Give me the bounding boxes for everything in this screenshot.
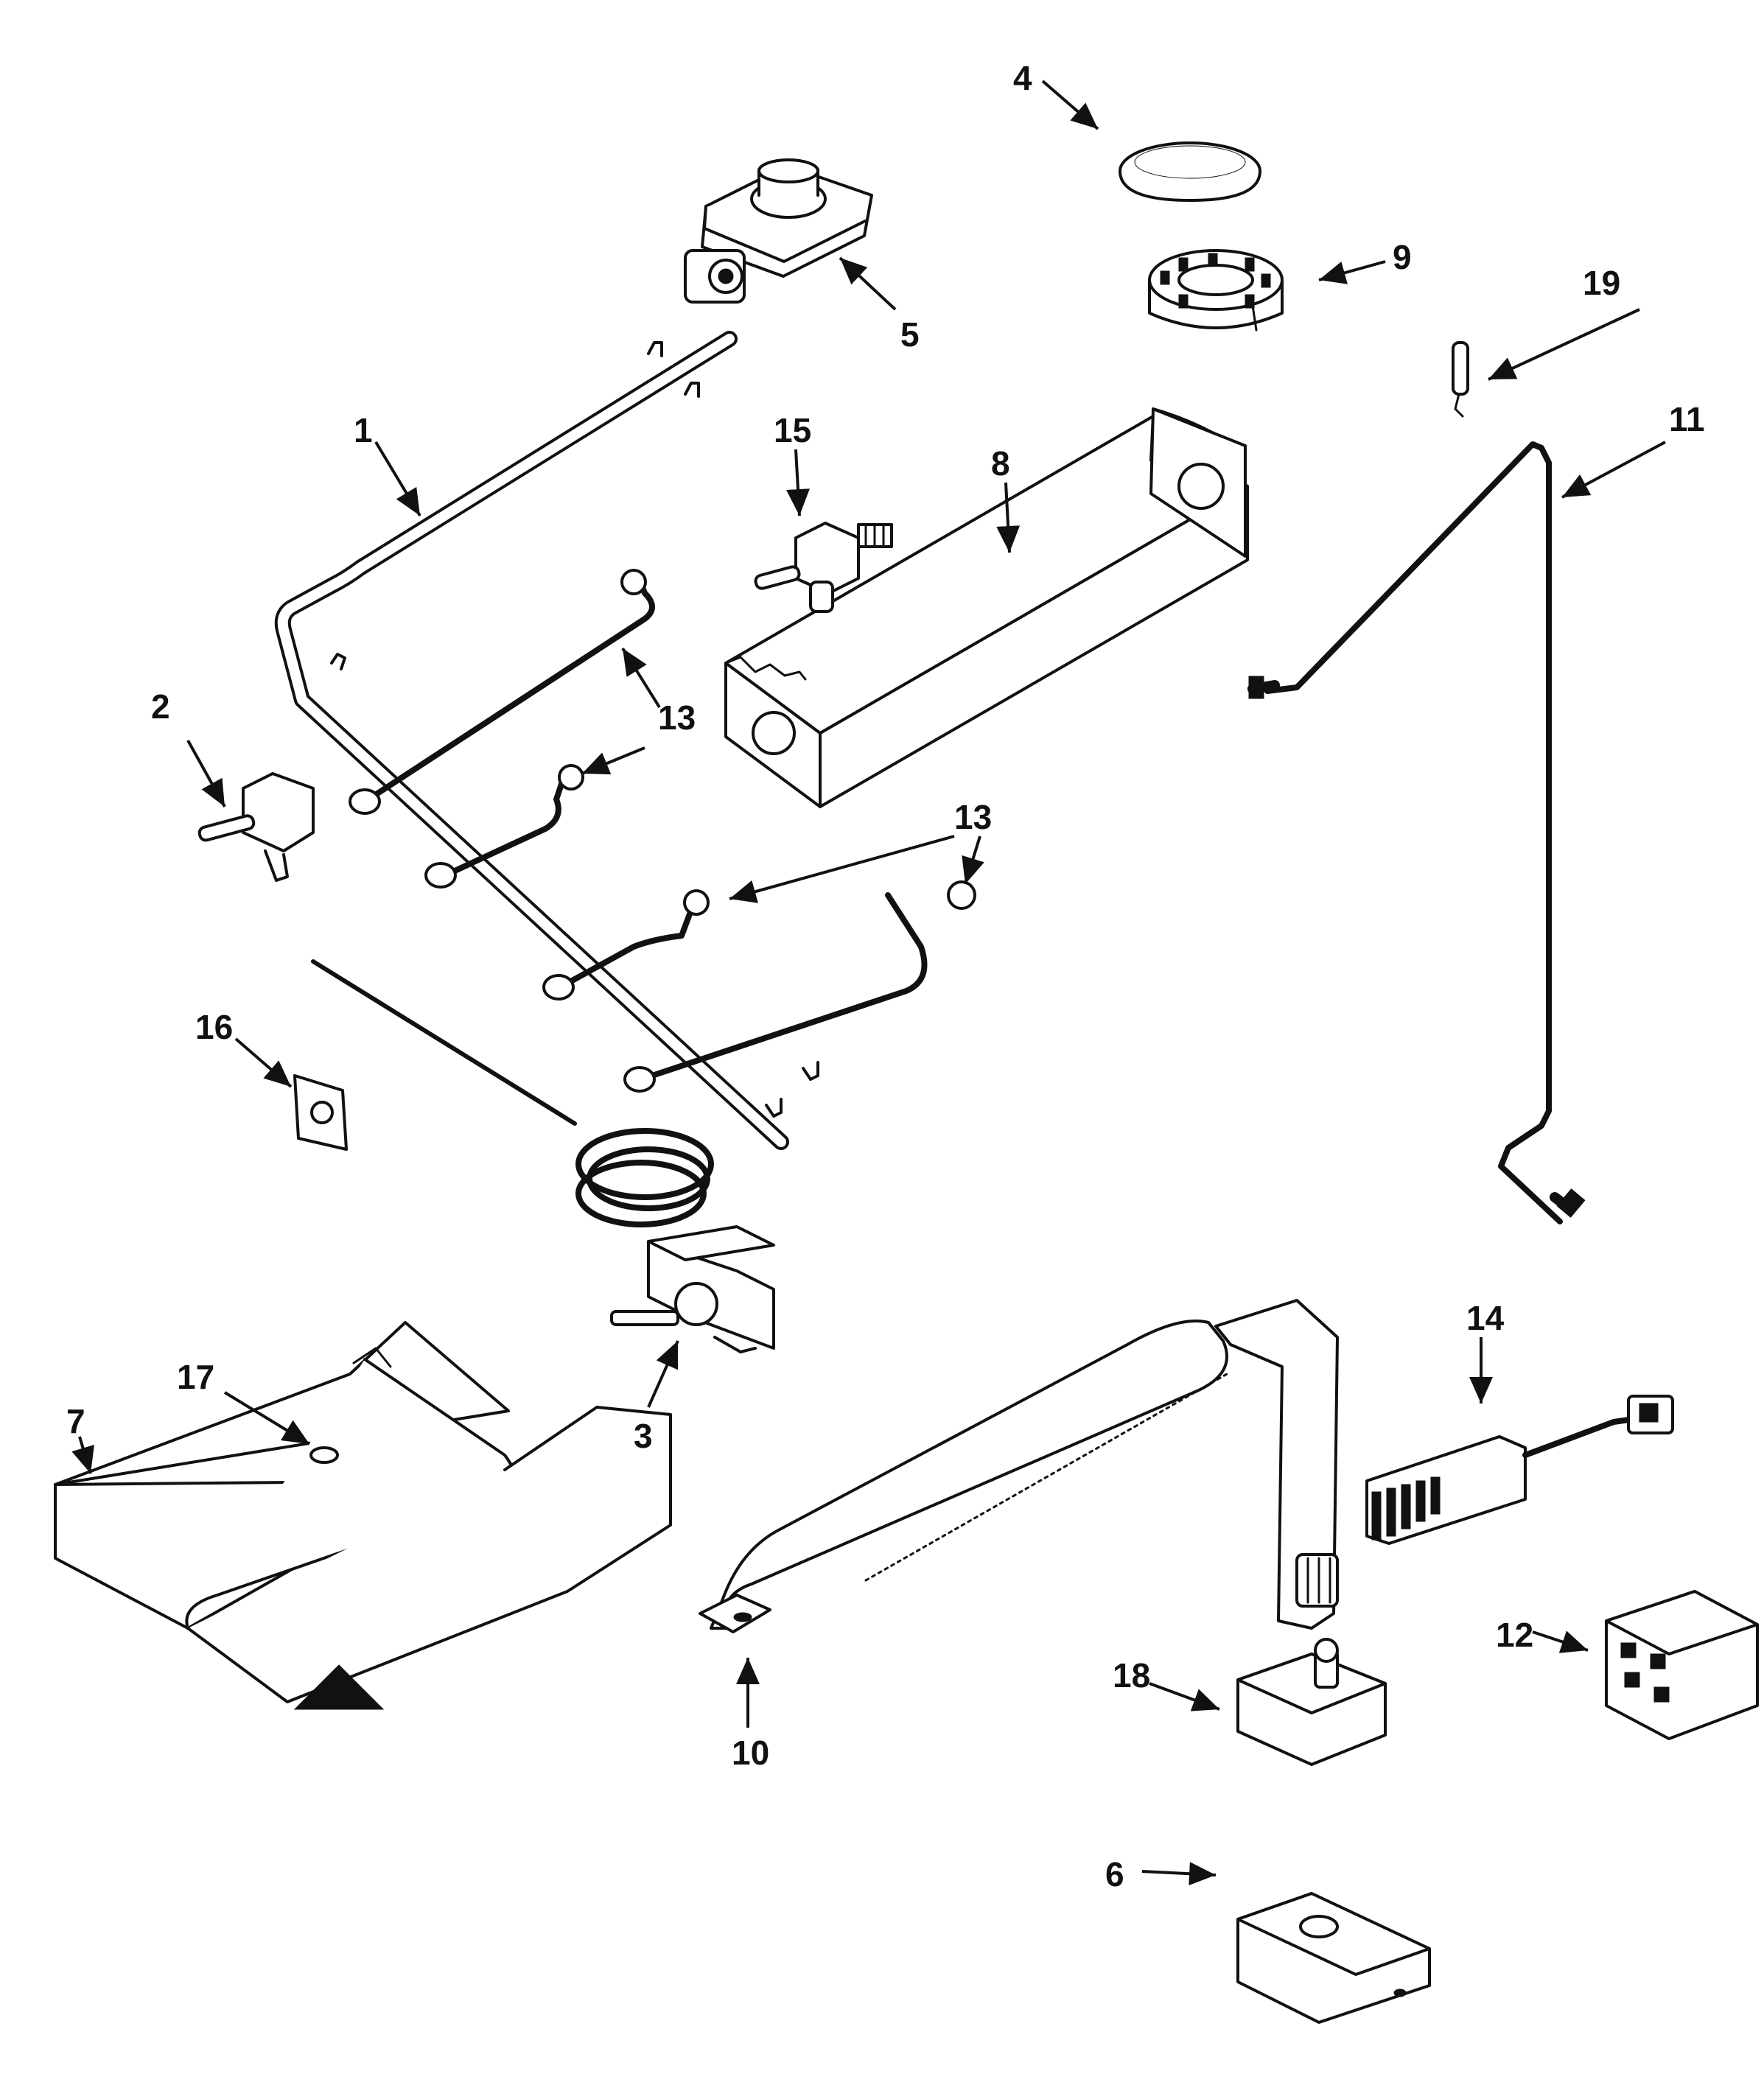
part-1-manifold xyxy=(274,331,819,1150)
part-2-valve xyxy=(197,772,315,882)
callout-4: 4 xyxy=(1013,59,1032,97)
part-16-clip xyxy=(293,1074,348,1151)
callout-leaders xyxy=(71,80,1666,1886)
callout-3: 3 xyxy=(634,1417,653,1455)
callout-numbers: 1 2 3 4 5 6 7 8 9 10 11 12 13 13 14 15 1… xyxy=(66,59,1705,1893)
callout-19: 19 xyxy=(1583,264,1620,302)
part-18-igniter xyxy=(1236,1638,1387,1766)
part-12-spark-module xyxy=(1605,1590,1759,1740)
callout-8: 8 xyxy=(991,444,1010,483)
callout-9: 9 xyxy=(1393,238,1412,276)
callout-11: 11 xyxy=(1669,400,1705,438)
callout-7: 7 xyxy=(66,1402,85,1440)
callout-12: 12 xyxy=(1496,1616,1533,1654)
part-10-burner xyxy=(699,1299,1339,1633)
callout-13b: 13 xyxy=(954,798,992,836)
part-7-shield xyxy=(54,1321,672,1710)
part-6-bracket xyxy=(1236,1892,1431,2024)
callout-18: 18 xyxy=(1113,1656,1150,1695)
part-8-burner-box xyxy=(724,407,1249,808)
part-5-pressure-regulator xyxy=(684,158,873,304)
part-4-burner-cap xyxy=(1119,141,1261,202)
part-19-electrode xyxy=(1452,341,1469,418)
callout-15: 15 xyxy=(774,411,811,449)
part-11-ignitor-wire xyxy=(1247,441,1586,1224)
callout-5: 5 xyxy=(900,315,920,354)
callout-1: 1 xyxy=(354,411,373,449)
callout-2: 2 xyxy=(151,687,170,726)
part-14-switch-harness xyxy=(1365,1395,1674,1545)
callout-14: 14 xyxy=(1466,1299,1505,1337)
part-15-valve xyxy=(754,522,893,613)
callout-6: 6 xyxy=(1105,1855,1124,1893)
callout-13a: 13 xyxy=(658,698,696,737)
part-13-gas-tubes xyxy=(349,569,976,1093)
part-3-thermostat xyxy=(311,959,775,1353)
part-9-burner-head xyxy=(1148,249,1284,332)
callout-10: 10 xyxy=(732,1734,769,1772)
callout-17: 17 xyxy=(177,1358,214,1396)
callout-16: 16 xyxy=(195,1008,233,1046)
